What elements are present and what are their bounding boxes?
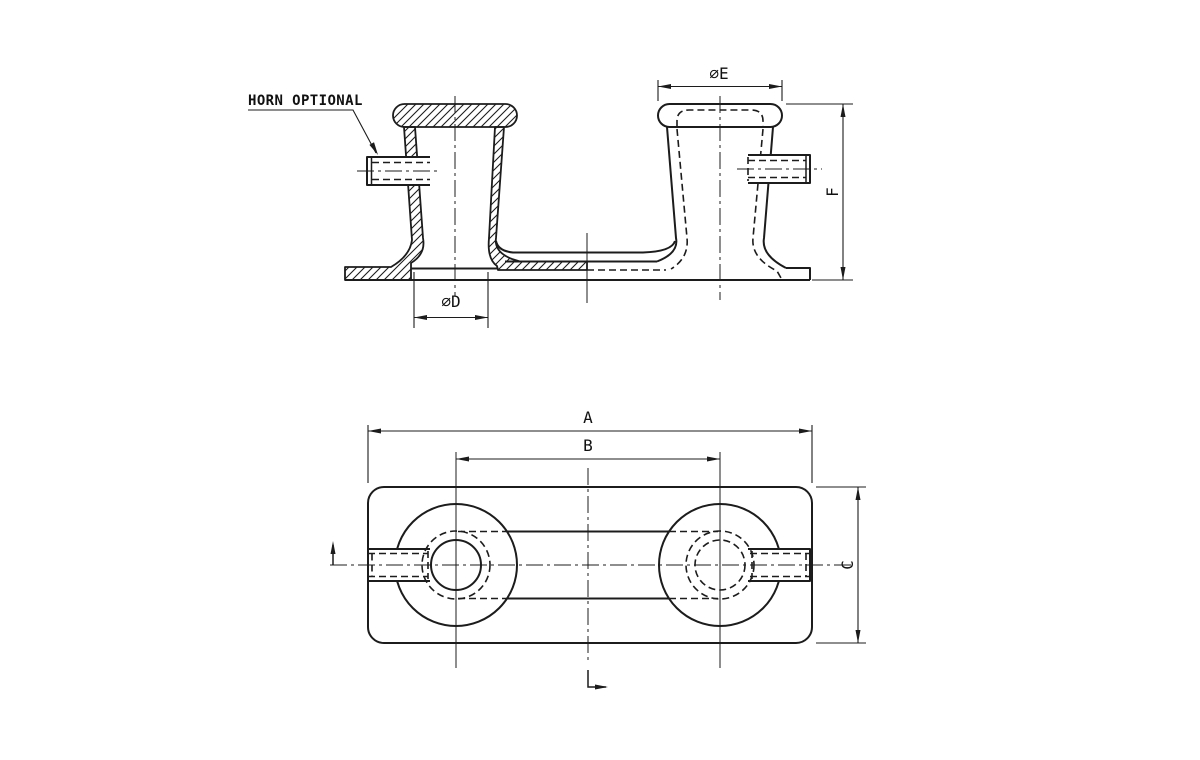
- left-wall-and-base-section: [344, 126, 425, 281]
- dim-f-arrow-bottom: [840, 267, 846, 280]
- dim-f-arrow-top: [840, 104, 846, 117]
- dim-d-label: ∅D: [441, 292, 460, 311]
- dim-d-arrow-right: [475, 315, 488, 320]
- dim-b-arrow-right: [707, 456, 720, 462]
- dim-a-arrow-left: [368, 428, 381, 434]
- dim-a-extensions: [367, 425, 813, 483]
- left-horn-bore-hidden: [372, 161, 430, 181]
- horn-note-leader: [248, 109, 377, 154]
- horn-note-arrowhead: [369, 142, 378, 155]
- section-arrowhead: [330, 541, 336, 554]
- left-horn: [357, 156, 440, 186]
- dim-bollard-spacing: B: [456, 436, 720, 462]
- dim-f-label: F: [823, 187, 842, 197]
- left-bollard-section: [344, 103, 588, 281]
- dim-f-extensions: [786, 103, 853, 281]
- base-right-end: [786, 267, 811, 280]
- dim-d-arrow-left: [414, 315, 427, 320]
- section-marks: [330, 541, 608, 690]
- right-column-inner-left-hidden: [670, 128, 688, 270]
- dim-a-label: A: [583, 408, 593, 427]
- dim-e-arrow-left: [658, 84, 671, 89]
- right-column-outer-right: [762, 126, 787, 269]
- dim-e-label: ∅E: [709, 64, 728, 83]
- dim-overall-length: A: [367, 408, 813, 483]
- dim-height: F: [786, 103, 853, 281]
- side-view: HORN OPTIONAL ∅E F ∅D: [248, 64, 853, 328]
- dim-b-arrow-left: [456, 456, 469, 462]
- dim-d-extensions: [413, 272, 489, 328]
- dim-a-arrow-right: [799, 428, 812, 434]
- dim-c-arrow-bottom: [855, 630, 861, 643]
- right-wall-and-web-section: [487, 126, 588, 271]
- horn-note: HORN OPTIONAL: [248, 93, 378, 155]
- web-fillet-contour: [495, 240, 676, 254]
- horn-note-text: HORN OPTIONAL: [248, 93, 363, 109]
- base-and-web-outlines: [345, 240, 811, 281]
- dim-c-arrow-top: [855, 487, 861, 500]
- view-direction-mark: [587, 670, 606, 688]
- dim-base-width: C: [816, 486, 866, 644]
- dim-c-label: C: [838, 560, 857, 570]
- view-direction-arrowhead: [595, 684, 608, 690]
- dim-b-label: B: [583, 436, 593, 455]
- right-bollard: [656, 103, 787, 279]
- plan-view: A B C: [330, 408, 866, 690]
- dim-e-arrow-right: [769, 84, 782, 89]
- dim-cap-diameter: ∅E: [657, 64, 783, 101]
- right-column-outer-left: [656, 126, 678, 263]
- right-horn: [737, 154, 822, 184]
- dim-e-extensions: [657, 80, 783, 101]
- dim-base-hole-diameter: ∅D: [413, 272, 489, 328]
